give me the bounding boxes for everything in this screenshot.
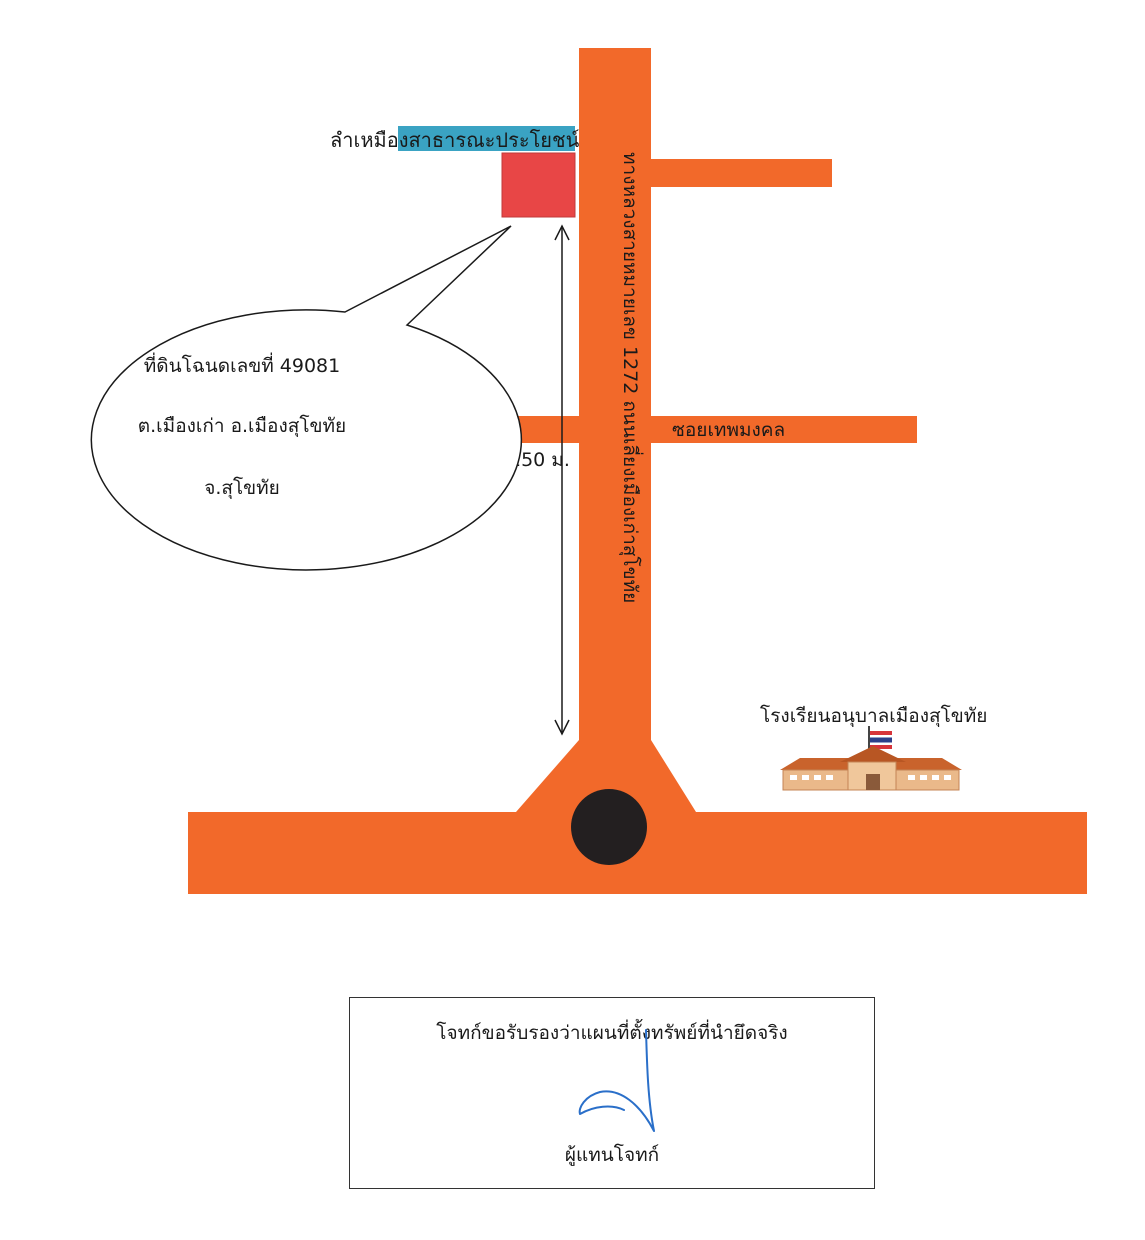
highway-1272: [516, 48, 696, 812]
road-network: [188, 48, 1087, 894]
certification-statement: โจทก์ขอรับรองว่าแผนที่ตั้งทรัพย์ที่นำยึด…: [436, 1022, 788, 1044]
highway-label: ทางหลวงสายหมายเลข 1272 ถนนเลี่ยงเมืองเก่…: [618, 152, 644, 603]
plot-info-callout: [90, 225, 523, 571]
land-plot-marker: [501, 152, 576, 218]
distance-label: 250 ม.: [509, 449, 570, 471]
canal-marker: [398, 126, 575, 151]
distance-arrow: [554, 224, 570, 736]
signature-mark: [578, 1029, 655, 1132]
soi-label: ซอยเทพมงคล: [672, 419, 785, 441]
school-building-icon: [780, 726, 962, 791]
soi-thepmongkhol-road: [651, 416, 917, 443]
canal-label: ลำเหมืองสาธารณะประโยชน์: [330, 128, 580, 152]
school-label: โรงเรียนอนุบาลเมืองสุโขทัย: [760, 704, 987, 728]
plot-deed-number: ที่ดินโฉนดเลขที่ 49081: [144, 352, 340, 377]
roundabout: [571, 789, 647, 865]
plot-province: จ.สุโขทัย: [204, 476, 280, 500]
signer-label: ผู้แทนโจทก์: [564, 1144, 660, 1166]
main-road-horizontal: [188, 812, 1087, 894]
side-road-north: [651, 159, 832, 187]
certification-box: โจทก์ขอรับรองว่าแผนที่ตั้งทรัพย์ที่นำยึด…: [349, 997, 875, 1189]
plot-location: ต.เมืองเก่า อ.เมืองสุโขทัย: [138, 414, 346, 438]
